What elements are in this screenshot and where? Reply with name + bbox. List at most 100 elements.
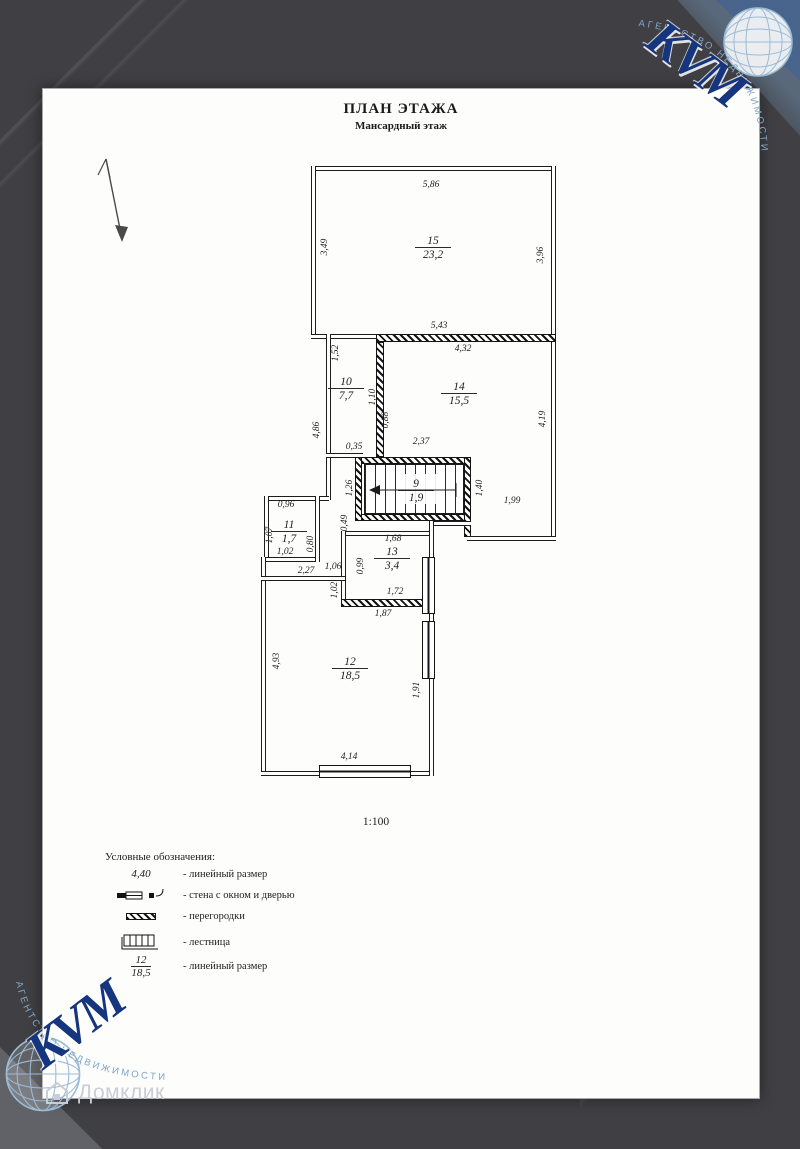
outer-wall (551, 166, 556, 541)
dimension-label: 4,19 (538, 410, 548, 428)
room-number: 14 (441, 381, 477, 394)
outer-wall (264, 496, 269, 562)
floorplan-sheet: ПЛАН ЭТАЖА Мансардный этаж (42, 88, 760, 1099)
dimension-label: 1,52 (331, 344, 341, 362)
legend-symbol-stairs-icon (105, 932, 177, 952)
dimension-label: 0,49 (340, 514, 350, 532)
room-area: 18,5 (339, 670, 361, 682)
dimension-label: 4,93 (272, 652, 282, 670)
inner-wall (467, 536, 556, 541)
dimension-label: 4,86 (312, 421, 322, 439)
outer-wall (311, 334, 381, 339)
dimension-label: 3,49 (320, 238, 330, 256)
dimension-label: 0,96 (277, 500, 295, 510)
room-number: 11 (271, 519, 307, 532)
dimension-label: 1,10 (368, 388, 378, 406)
room-number: 15 (415, 235, 451, 248)
dimension-label: 1,99 (503, 496, 521, 506)
room-number: 12 (332, 656, 368, 669)
partition-wall (376, 334, 556, 342)
dimension-label: 0,35 (345, 442, 363, 452)
dimension-label: 0,80 (306, 535, 316, 553)
window (422, 621, 435, 679)
legend-item: - стена с окном и дверью (105, 888, 295, 902)
partition-wall (376, 342, 384, 457)
outer-wall (264, 557, 319, 562)
dimension-label: 1,91 (412, 681, 422, 699)
room-area: 1,9 (408, 492, 424, 504)
room-number: 13 (374, 546, 410, 559)
legend-item: 12 18,5 - линейный размер (105, 954, 267, 979)
north-arrow-icon (97, 158, 128, 242)
room-label: 14 15,5 (441, 377, 477, 407)
legend-label: - линейный размер (183, 961, 268, 972)
legend-label: - лестница (183, 936, 231, 948)
page-subtitle: Мансардный этаж (354, 120, 448, 132)
dimension-label: 3,96 (536, 246, 546, 264)
legend-room-area: 18,5 (131, 967, 151, 979)
dimension-label: 5,43 (430, 321, 448, 331)
stair-direction-arrow (369, 483, 457, 497)
dimension-label: 4,32 (454, 344, 472, 354)
room-number: 10 (328, 376, 364, 389)
outer-wall (264, 496, 329, 501)
room-area: 23,2 (422, 249, 444, 261)
globe-icon (723, 7, 793, 77)
dimension-label: 1,68 (384, 534, 402, 544)
inner-wall (326, 453, 363, 458)
dimension-label: 5,86 (422, 180, 440, 190)
inner-wall (341, 531, 346, 607)
outer-wall (326, 334, 331, 500)
stairwell-wall (361, 457, 471, 464)
dimension-label: 1,02 (276, 547, 294, 557)
outer-wall (311, 166, 316, 338)
room-area: 7,7 (338, 390, 354, 402)
dimension-label: 1,26 (345, 479, 355, 497)
legend-label: - перегородки (183, 911, 245, 922)
inner-wall (341, 531, 433, 536)
page-title: ПЛАН ЭТАЖА (343, 101, 459, 117)
stairwell-wall (361, 514, 471, 521)
partition-swatch (126, 913, 156, 920)
partition-wall (341, 599, 433, 607)
dimension-label: 0,88 (381, 411, 391, 429)
room-label: 15 23,2 (415, 231, 451, 261)
dimension-label: 4,14 (340, 752, 358, 762)
window (319, 765, 411, 778)
legend-item: - лестница (105, 932, 230, 952)
legend-header: Условные обозначения: (105, 851, 216, 863)
outer-wall (261, 557, 266, 776)
dimension-label: 1,72 (386, 587, 404, 597)
room-label: 13 3,4 (374, 542, 410, 572)
dimension-label: 1,40 (475, 479, 485, 497)
legend-item: - перегородки (105, 911, 245, 922)
room-label: 11 1,7 (271, 515, 307, 545)
legend-item: 4,40 - линейный размер (105, 868, 267, 880)
inner-wall (261, 576, 345, 581)
dimension-label: 1,02 (330, 581, 340, 599)
legend-room-number: 12 (131, 954, 151, 967)
room-area: 15,5 (448, 395, 470, 407)
outer-wall (311, 166, 556, 171)
legend-symbol-wall-window-door-icon (105, 888, 177, 902)
inner-wall (429, 521, 471, 526)
room-area: 1,7 (281, 533, 297, 545)
room-area: 3,4 (384, 560, 400, 572)
window (422, 557, 435, 614)
dimension-label: 0,99 (356, 557, 366, 575)
inner-wall (315, 496, 320, 562)
stairwell-wall (355, 457, 362, 521)
legend-label: - стена с окном и дверью (183, 889, 295, 901)
legend-label: - линейный размер (183, 868, 268, 880)
dimension-label: 1,87 (374, 609, 392, 619)
room-label: 10 7,7 (328, 372, 364, 402)
room-label: 12 18,5 (332, 652, 368, 682)
room-label: 9 1,9 (396, 474, 436, 504)
dimension-label: 2,27 (297, 566, 315, 576)
legend-symbol-room-fraction: 12 18,5 (105, 954, 177, 979)
dimension-label: 1,06 (324, 562, 342, 572)
scale-label: 1:100 (362, 816, 390, 828)
legend-symbol-partition-icon (105, 913, 177, 920)
dimension-label: 2,37 (412, 437, 430, 447)
legend-symbol-dimension: 4,40 (131, 868, 151, 880)
